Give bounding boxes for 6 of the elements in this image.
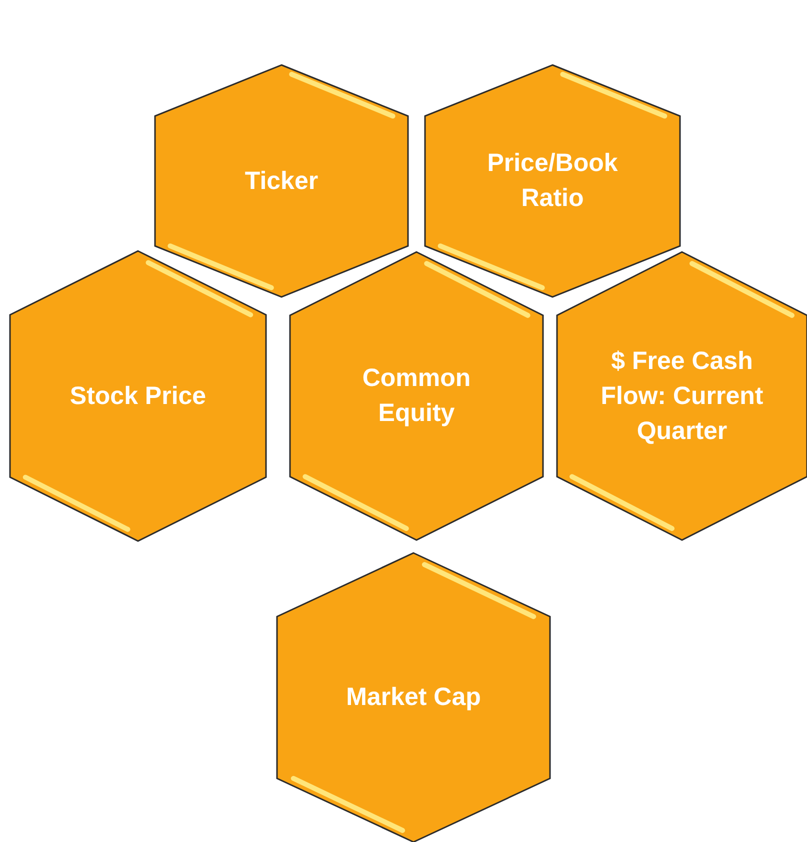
hexagon-label: Stock Price: [70, 380, 206, 412]
hexagon-label: Ticker: [244, 166, 318, 196]
hexagon-label: Common Equity: [361, 363, 472, 429]
hexagon-label: Price/Book Ratio: [486, 148, 619, 214]
hexagon-label: $ Free Cash Flow: Current Quarter: [600, 346, 764, 446]
hexagon-label: Market Cap: [346, 682, 481, 713]
